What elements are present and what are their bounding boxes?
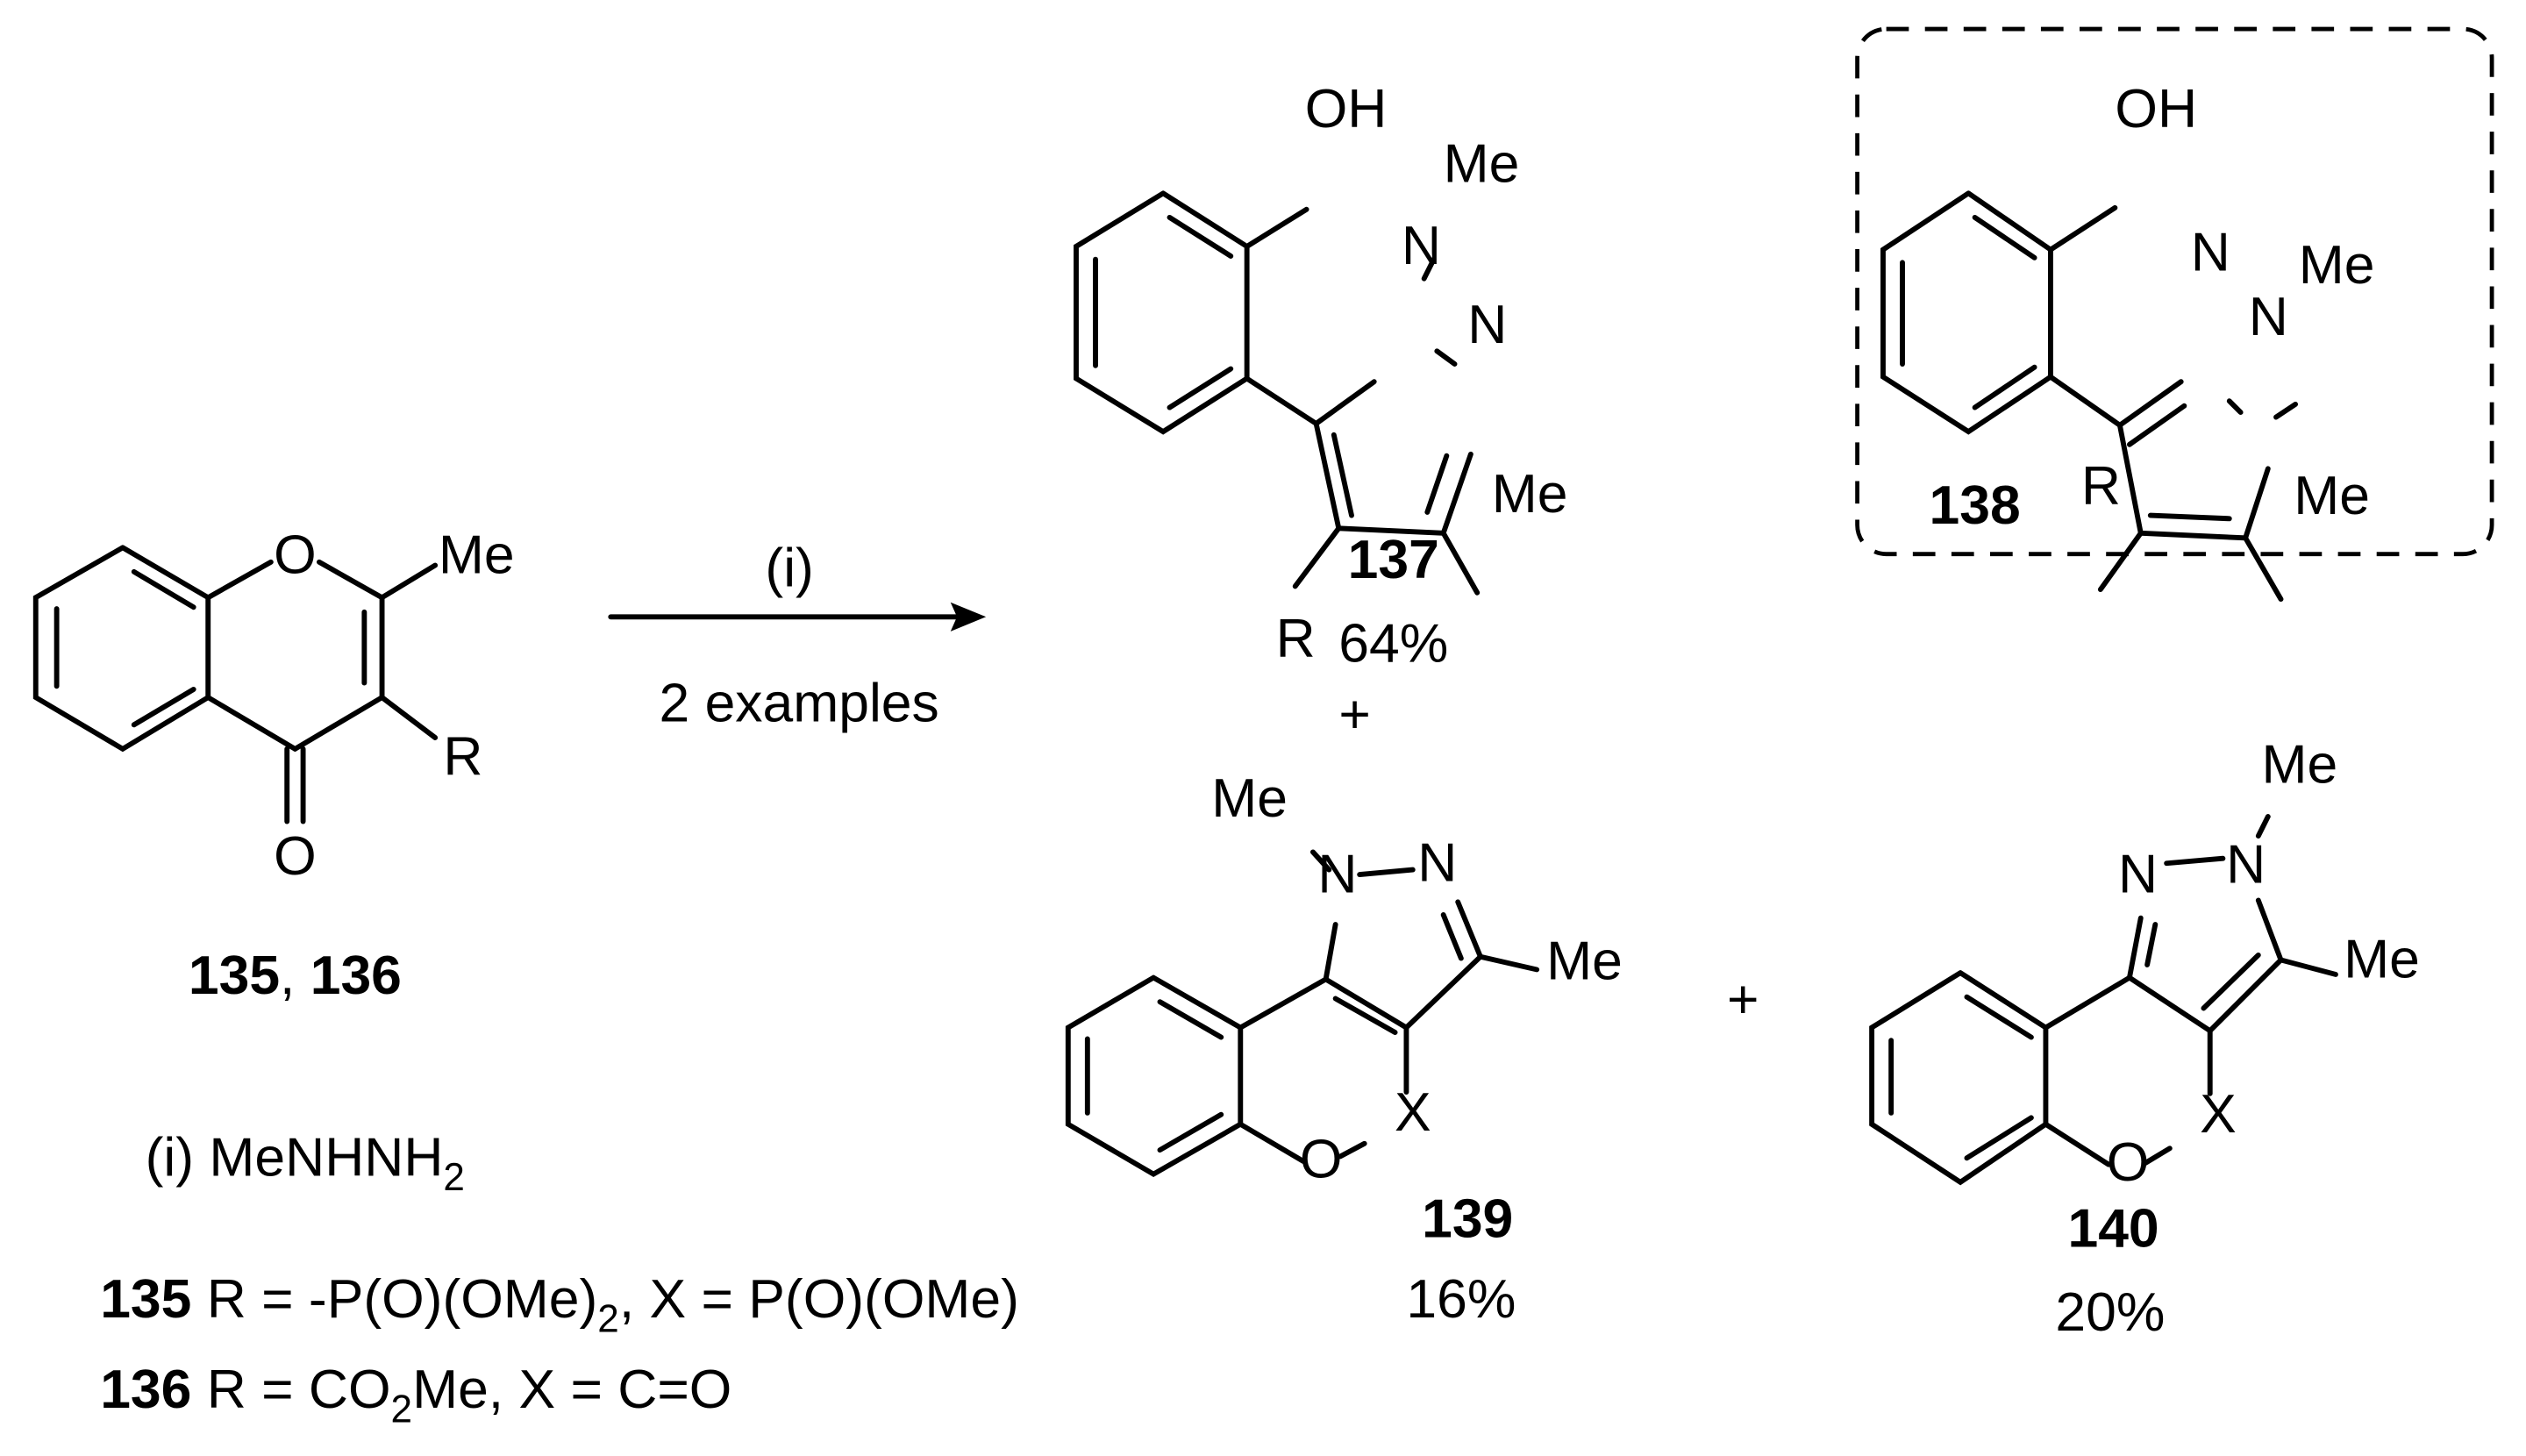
arrow-sublabel: 2 examples (660, 673, 939, 734)
starting-material-structure: O Me R O (32, 525, 515, 887)
atom-c-methyl: Me (2294, 465, 2370, 526)
atom-c-methyl: Me (1546, 930, 1623, 991)
atom-n1: N (2118, 843, 2158, 904)
atom-n2: N (2249, 286, 2288, 347)
plus-sign-bottom: + (1727, 969, 1759, 1031)
atom-carbonyl-oxygen: O (274, 825, 317, 887)
compound-label-140: 140 (2067, 1197, 2159, 1259)
atom-hydroxyl: OH (1305, 78, 1388, 139)
atom-n-methyl: Me (2261, 733, 2337, 795)
yield-137: 64% (1338, 613, 1448, 674)
atom-x: X (1395, 1081, 1431, 1143)
dashed-highlight-box (1855, 26, 2494, 557)
atom-c-methyl: Me (1492, 463, 1568, 525)
plus-sign-top: + (1338, 684, 1370, 746)
product-138-structure: OH N N Me R Me (1880, 78, 2375, 603)
atom-c-methyl: Me (2344, 929, 2420, 990)
atom-ring-oxygen: O (274, 525, 317, 586)
product-139-structure: Me N N Me O X (1065, 767, 1623, 1189)
reaction-conditions: (i) MeNHNH2 (146, 1126, 465, 1199)
atom-n-methyl: Me (1444, 133, 1520, 195)
product-137-structure: OH Me N N R Me (1074, 78, 1568, 669)
yield-139: 16% (1406, 1268, 1516, 1330)
atom-n-methyl: Me (2299, 234, 2375, 296)
atom-ring-oxygen: O (2107, 1131, 2150, 1193)
atom-n1: N (2191, 221, 2230, 282)
reaction-arrow (608, 602, 987, 632)
atom-hydroxyl: OH (2115, 78, 2197, 139)
atom-n2: N (1467, 294, 1507, 355)
atom-r-group: R (1276, 608, 1316, 669)
definition-136: 136 R = CO2Me, X = C=O (100, 1359, 731, 1431)
atom-x: X (2200, 1083, 2237, 1145)
arrow-reagent-label: (i) (765, 537, 813, 598)
atom-n2: N (1417, 831, 1457, 893)
atom-n1: N (1402, 215, 1441, 276)
atom-n1: N (1317, 843, 1357, 904)
atom-r-group: R (2081, 455, 2121, 517)
compound-label-138: 138 (1930, 475, 2021, 536)
yield-140: 20% (2055, 1281, 2165, 1343)
definition-135: 135 R = -P(O)(OMe)2, X = P(O)(OMe) (100, 1268, 1019, 1341)
atom-n-methyl: Me (1211, 767, 1288, 829)
atom-methyl: Me (439, 525, 515, 586)
product-140-structure: N N Me Me O X (1869, 733, 2420, 1193)
starting-material-label: 135, 136 (189, 945, 402, 1006)
atom-ring-oxygen: O (1300, 1128, 1343, 1189)
compound-label-139: 139 (1422, 1188, 1513, 1249)
atom-r-group: R (443, 725, 482, 787)
compound-label-137: 137 (1348, 529, 1439, 590)
atom-n2: N (2226, 833, 2266, 895)
